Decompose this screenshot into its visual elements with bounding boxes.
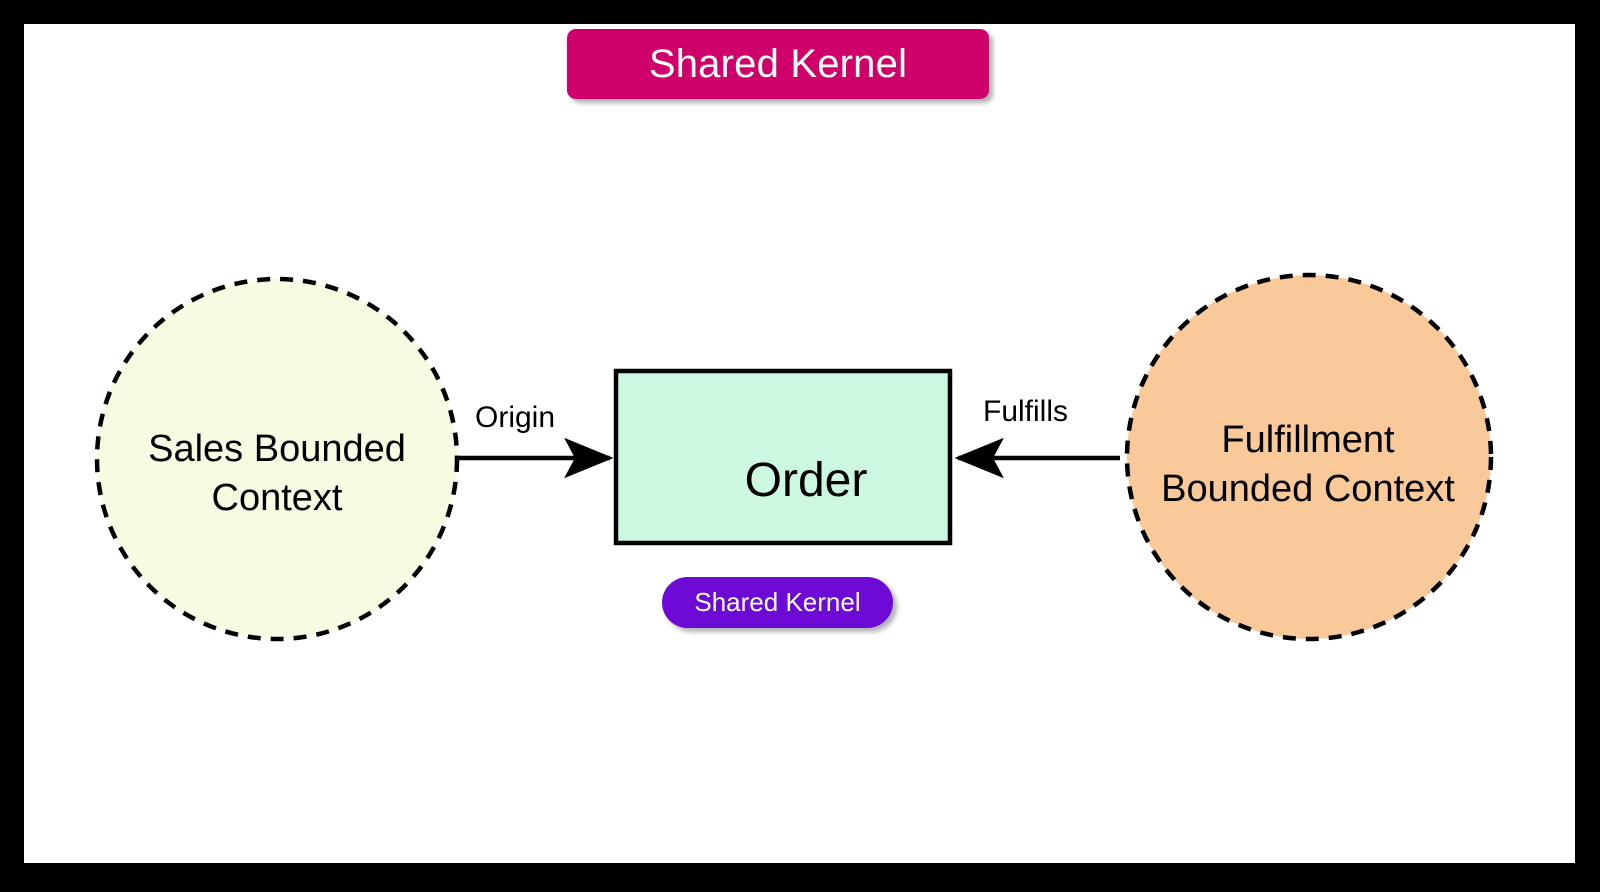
- shared-kernel-pill-badge[interactable]: Shared Kernel: [662, 577, 893, 628]
- node-fulfillment-bounded-context-shape[interactable]: [1124, 272, 1494, 642]
- node-order-shape[interactable]: [613, 368, 953, 546]
- node-order-label: Order: [744, 453, 868, 507]
- diagram-canvas: Sales Bounded Context Fulfillment Bounde…: [24, 24, 1575, 863]
- shared-kernel-title-badge[interactable]: Shared Kernel: [567, 29, 989, 99]
- diagram-vector-layer: [94, 272, 1494, 642]
- edge-fulfills-label: Fulfills: [983, 395, 1069, 428]
- node-sales-bounded-context-shape[interactable]: [94, 276, 460, 642]
- edge-origin-label: Origin: [475, 401, 556, 434]
